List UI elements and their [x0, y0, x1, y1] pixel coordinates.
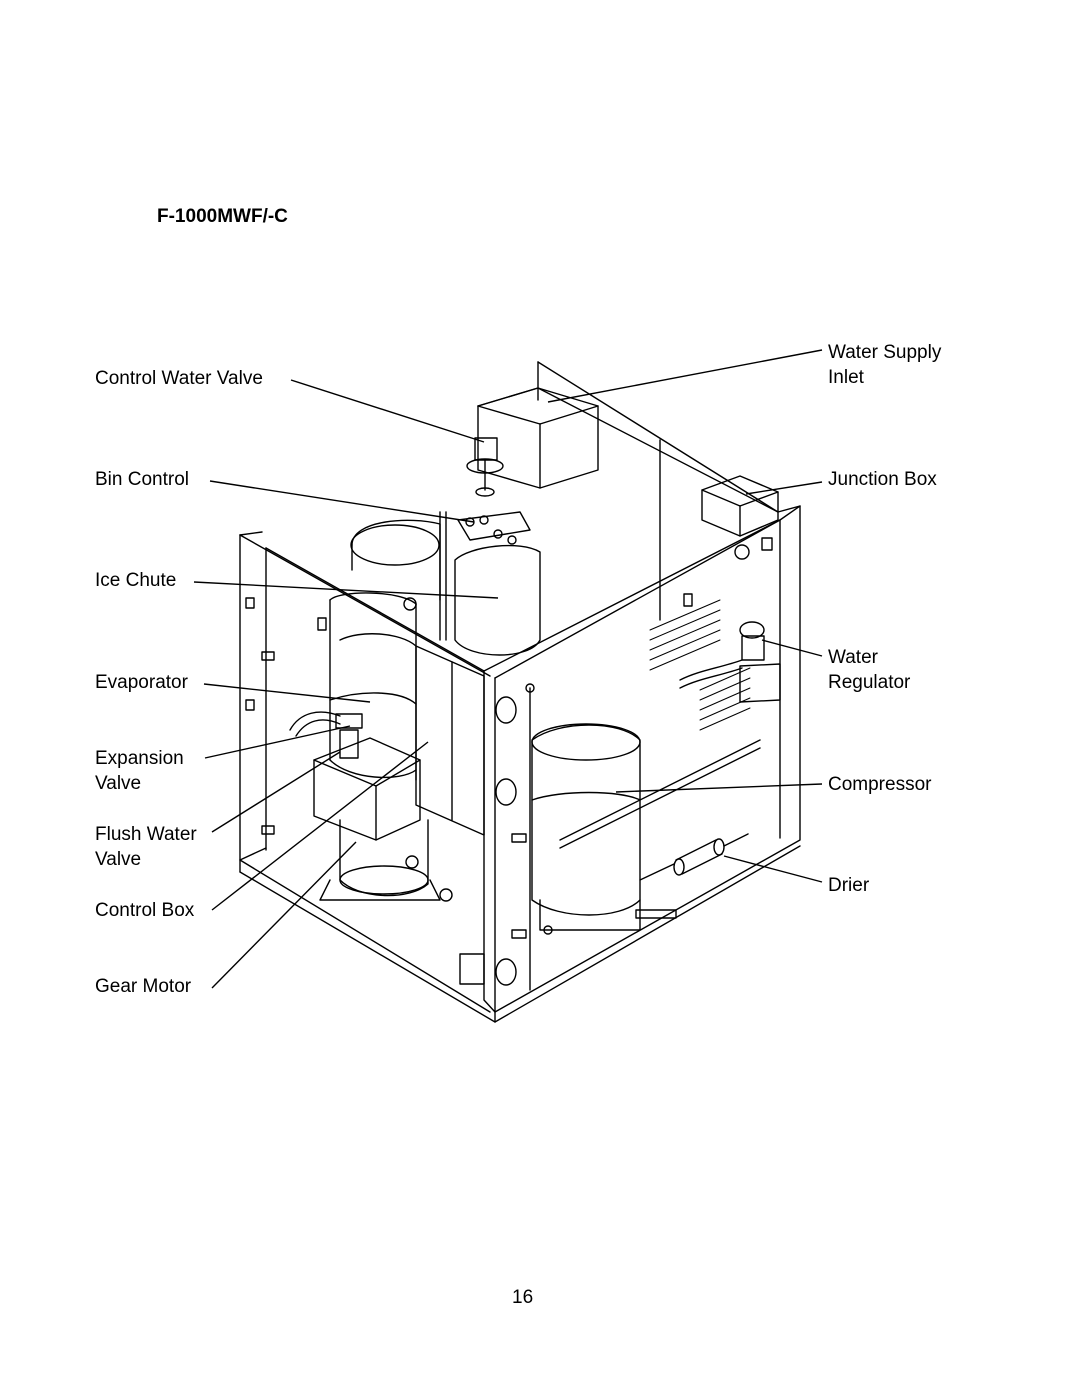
label-expansion-valve: Expansion Valve	[95, 746, 184, 796]
leader-lines	[194, 350, 822, 988]
label-junction-box: Junction Box	[828, 469, 937, 490]
label-water-supply-inlet-line1: Water Supply	[828, 342, 942, 363]
page-number: 16	[512, 1287, 534, 1308]
leader-drier	[724, 856, 822, 882]
compressor	[532, 724, 760, 930]
label-water-supply-inlet: Water Supply Inlet	[828, 340, 941, 390]
label-expansion-valve-line2: Valve	[95, 773, 142, 794]
evaporator	[330, 520, 540, 780]
label-gear-motor: Gear Motor	[95, 976, 192, 997]
drier	[640, 834, 748, 880]
control-box	[314, 738, 420, 840]
label-drier: Drier	[828, 875, 870, 896]
leader-ice-chute	[194, 582, 498, 598]
page-title: F-1000MWF/-C	[157, 206, 288, 227]
label-expansion-valve-line1: Expansion	[95, 748, 184, 769]
leader-water-regulator	[762, 640, 822, 656]
label-flush-water-valve-line2: Valve	[95, 849, 142, 870]
expansion-valve	[290, 712, 362, 758]
leader-flush-water-valve	[212, 752, 340, 832]
leader-junction-box	[746, 482, 822, 494]
leader-expansion-valve	[205, 726, 350, 758]
label-control-water-valve: Control Water Valve	[95, 368, 263, 389]
label-control-box: Control Box	[95, 900, 195, 921]
label-water-regulator: Water Regulator	[828, 645, 910, 695]
condenser-coil	[650, 600, 750, 730]
label-water-supply-inlet-line2: Inlet	[828, 367, 864, 388]
junction-box	[702, 476, 778, 559]
brackets	[246, 594, 692, 984]
leader-control-box	[212, 742, 428, 910]
front-panel	[416, 646, 484, 835]
leader-control-water-valve	[291, 380, 484, 442]
leader-evaporator	[204, 684, 370, 702]
control-water-valve	[467, 438, 503, 496]
bin-control	[440, 512, 530, 640]
water-regulator	[680, 622, 780, 702]
label-flush-water-valve: Flush Water Valve	[95, 822, 197, 872]
leader-water-supply-inlet	[548, 350, 822, 402]
cabinet-frame	[240, 362, 800, 1022]
leader-bin-control	[210, 481, 474, 522]
label-bin-control: Bin Control	[95, 469, 189, 490]
label-compressor: Compressor	[828, 774, 932, 795]
leader-compressor	[616, 784, 822, 792]
label-water-regulator-line2: Regulator	[828, 672, 911, 693]
gear-motor	[320, 820, 440, 900]
label-ice-chute: Ice Chute	[95, 570, 177, 591]
label-evaporator: Evaporator	[95, 672, 188, 693]
water-supply-inlet-box	[478, 388, 598, 488]
label-flush-water-valve-line1: Flush Water	[95, 824, 197, 845]
label-water-regulator-line1: Water	[828, 647, 878, 668]
leader-gear-motor	[212, 842, 356, 988]
panel-holes	[440, 684, 552, 985]
